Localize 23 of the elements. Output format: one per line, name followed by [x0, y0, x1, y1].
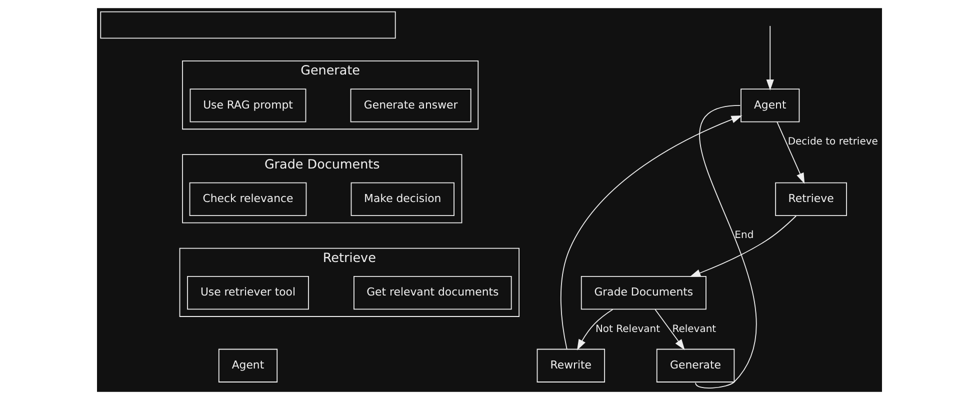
edge-label: Decide to retrieve — [787, 136, 878, 148]
node-box: Check relevance — [188, 182, 306, 216]
arrow — [776, 122, 804, 184]
node-box: Use RAG prompt — [189, 88, 306, 122]
node-box: Retrieve — [774, 182, 846, 216]
node-box: Use retriever tool — [186, 276, 308, 310]
arrow — [654, 309, 684, 350]
edge-label: Relevant — [672, 324, 716, 335]
node-box: Rewrite — [536, 348, 605, 382]
node-box: Generate — [656, 348, 734, 382]
arrow — [689, 215, 796, 277]
node-box — [100, 11, 396, 39]
arrow — [560, 116, 742, 350]
node-box: Agent — [218, 348, 278, 382]
node-box: Grade Documents — [580, 276, 706, 310]
node-box: Generate answer — [350, 88, 471, 122]
arrow — [766, 25, 774, 90]
node-box: Agent — [740, 88, 800, 122]
arrow — [576, 308, 613, 350]
node-box: Get relevant documents — [353, 276, 512, 310]
edge-label: End — [734, 230, 754, 242]
node-box: Make decision — [350, 182, 454, 216]
edge-label: Not Relevant — [594, 324, 660, 335]
